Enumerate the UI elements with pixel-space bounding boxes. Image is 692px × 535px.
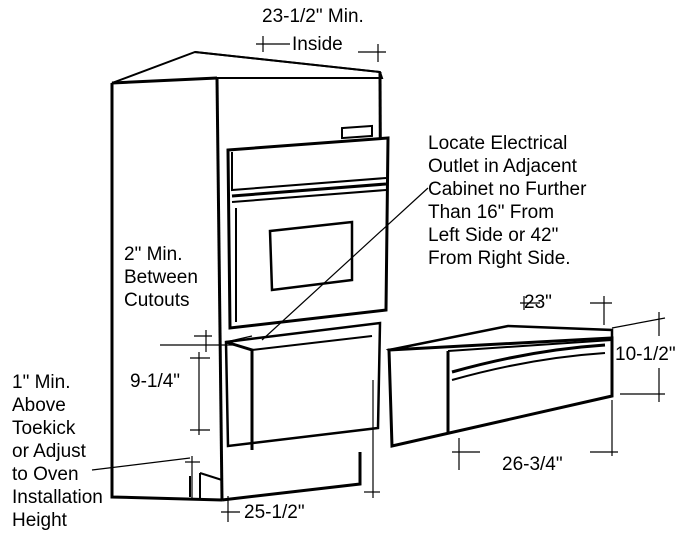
wall-oven	[226, 124, 390, 330]
between-cutouts-line3: Cutouts	[124, 290, 189, 311]
between-cutouts-line1: 2" Min.	[124, 244, 182, 265]
drawer-body	[387, 336, 614, 448]
outlet-note-line5: Left Side or 42"	[428, 225, 558, 246]
inside-width-line1: 23-1/2" Min.	[262, 6, 364, 27]
toekick-note-line5: to Oven	[12, 464, 79, 485]
between-cutouts-line2: Between	[124, 267, 198, 288]
toekick-note-line3: Toekick	[12, 418, 76, 439]
toekick-top	[199, 472, 223, 481]
outlet-note-line1: Locate Electrical	[428, 133, 567, 154]
wall-cabinet	[110, 50, 384, 502]
cutout-inner-top	[251, 335, 373, 351]
cabinet-top-front-edge	[111, 76, 218, 85]
labels: 23-1/2" Min. Inside Locate Electrical Ou…	[12, 6, 676, 531]
outlet-leader	[261, 187, 429, 341]
cabinet-front-edge	[215, 77, 224, 501]
oven-handle-lower	[231, 189, 387, 203]
cutout-top-lip	[225, 335, 253, 343]
dimension-lines	[91, 36, 666, 522]
toekick-note-line7: Height	[12, 510, 68, 531]
control-display	[341, 124, 373, 140]
cutout-height-label: 9-1/4"	[130, 371, 180, 392]
toekick-note-line2: Above	[12, 395, 66, 416]
toekick-leader	[91, 457, 191, 471]
toekick-note-line4: or Adjust	[12, 441, 87, 462]
cabinet-base	[221, 452, 362, 502]
cutout-width-label: 25-1/2"	[244, 502, 305, 523]
warming-drawer	[385, 324, 614, 448]
drawer-height-label: 10-1/2"	[615, 344, 676, 365]
cabinet-left-side	[110, 83, 223, 502]
drawer-width-label: 26-3/4"	[502, 454, 563, 475]
toekick-note-line1: 1" Min.	[12, 372, 70, 393]
outlet-note-line2: Outlet in Adjacent	[428, 156, 578, 177]
outlet-note-line3: Cabinet no Further	[428, 179, 587, 200]
control-panel-bottom	[231, 152, 387, 192]
oven-window	[268, 220, 354, 292]
outlet-note-line6: From Right Side.	[428, 248, 571, 269]
outlet-note-line4: Than 16" From	[428, 202, 554, 223]
oven-handle	[231, 182, 387, 198]
drawer-handle-lower	[451, 352, 606, 381]
drawer-cutout	[224, 321, 382, 450]
drawer-handle	[451, 343, 606, 374]
drawer-depth-label: 23"	[524, 292, 552, 313]
toekick-note-line6: Installation	[12, 487, 103, 508]
drawer-front-top	[447, 339, 613, 352]
cabinet-top-back-edge	[194, 51, 381, 73]
cutout-outline	[224, 321, 382, 448]
inside-width-line2: Inside	[292, 34, 343, 55]
